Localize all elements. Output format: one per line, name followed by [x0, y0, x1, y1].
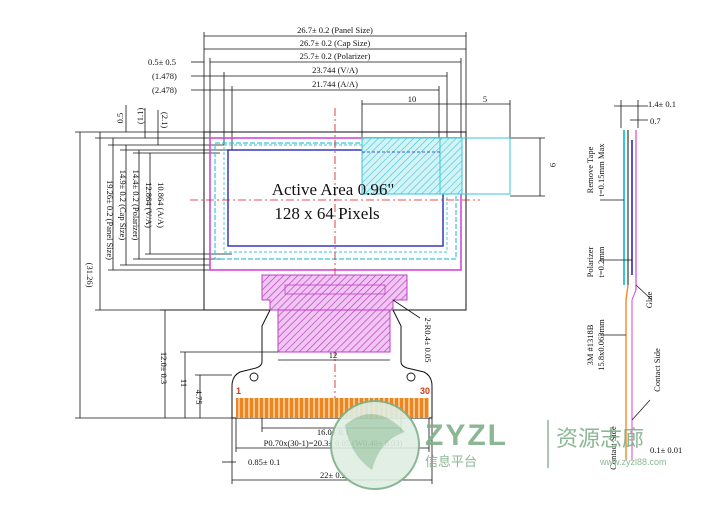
side-remove-tape: Remove Tape — [585, 146, 595, 193]
dim-fpc-22: 22± 0.2 — [320, 470, 346, 480]
active-area-pixels: 128 x 64 Pixels — [274, 204, 379, 223]
side-tape-3m: 3M #1318B — [585, 324, 595, 365]
dim-aa-width: 21.744 (A/A) — [312, 79, 358, 89]
pin-last-label: 30 — [420, 386, 430, 396]
dim-left-11: (1.1) — [135, 108, 145, 124]
fpc-cable — [231, 274, 433, 419]
side-dim-14: 1.4± 0.1 — [648, 99, 676, 109]
dim-polarizer-height: 14.4± 0.2 (Polarizer) — [131, 170, 141, 241]
watermark-cn-main: 资源志廊 — [556, 427, 644, 452]
dim-cyan-5: 5 — [483, 94, 487, 104]
dim-offset-05: 0.5± 0.5 — [148, 57, 176, 67]
side-glue: Glue — [644, 292, 654, 309]
dim-panel-size: 26.7± 0.2 (Panel Size) — [297, 25, 373, 35]
dim-cap-size: 26.7± 0.2 (Cap Size) — [300, 38, 371, 48]
side-view — [600, 100, 653, 460]
dim-fpc-475: 4.75 — [194, 390, 204, 405]
dim-cap-height: 14.9± 0.2 (Cap Size) — [118, 170, 128, 241]
side-dim-07: 0.7 — [650, 116, 661, 126]
dim-va-height: 12.864 (V/A) — [144, 182, 154, 228]
dim-fpc-11: 11 — [179, 379, 189, 387]
left-dimensions — [75, 105, 240, 419]
watermark-url: www.zyzl88.com — [599, 457, 667, 467]
dim-fpc-radius: 2-R0.4± 0.05 — [423, 317, 433, 362]
side-dim-01: 0.1± 0.01 — [650, 445, 682, 455]
dim-cyan-10: 10 — [408, 94, 417, 104]
side-contact-side: Contact Side — [652, 348, 662, 392]
dim-aa-offset: (2.478) — [152, 85, 177, 95]
dim-fpc-12-3: 12.0± 0.3 — [159, 352, 169, 384]
cyan-marker-area — [361, 137, 511, 195]
side-polarizer-thk: t=0.2mm — [596, 246, 606, 277]
dim-fpc-12: 12 — [329, 350, 338, 360]
side-contact-side-2: Contact Side — [608, 426, 618, 470]
dim-va-offset: (1.478) — [152, 71, 177, 81]
side-polarizer: Polarizer — [585, 246, 595, 277]
dim-edge-085: 0.85± 0.1 — [248, 457, 280, 467]
watermark: ZYZL 信息平台 资源志廊 www.zyzl88.com — [330, 400, 667, 490]
dim-polarizer-width: 25.7± 0.2 (Polarizer) — [300, 51, 371, 61]
dim-cyan-9: 9 — [548, 163, 558, 167]
dim-panel-height: 19.26± 0.2 (Panel Size) — [105, 180, 115, 260]
dim-va-width: 23.744 (V/A) — [312, 65, 358, 75]
dim-left-05: 0.5 — [115, 113, 125, 124]
pin-first-label: 1 — [236, 386, 241, 396]
side-remove-tape-thk: t=0.15mm Max — [596, 143, 606, 197]
dim-aa-height: 10.864 (A/A) — [156, 182, 166, 228]
dim-left-21: (2.1) — [160, 112, 170, 128]
watermark-cn-sub: 信息平台 — [425, 454, 477, 470]
top-dimensions — [191, 32, 545, 197]
watermark-latin: ZYZL — [425, 419, 508, 452]
panel-outline — [203, 131, 467, 311]
side-tape-3m-size: 15.8x0.063mm — [596, 319, 606, 371]
dim-total-height: (31.26) — [85, 263, 95, 288]
active-area-title: Active Area 0.96" — [272, 180, 395, 199]
